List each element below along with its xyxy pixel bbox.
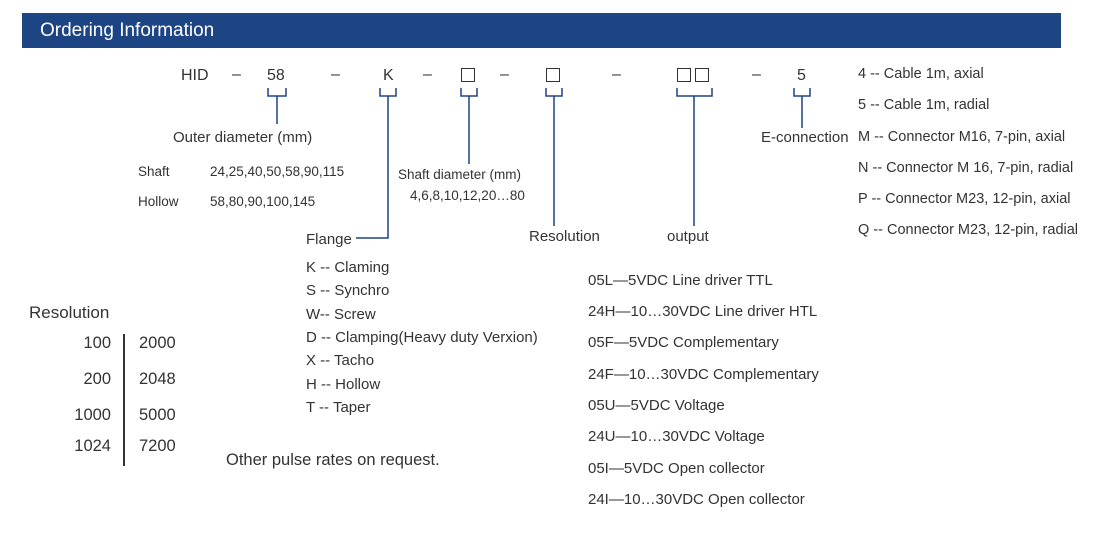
code-output-box-1 — [677, 68, 691, 82]
resolution-value: 100 — [83, 334, 111, 352]
output-option: 05L—5VDC Line driver TTL — [588, 272, 773, 289]
connection-option: N -- Connector M 16, 7-pin, radial — [858, 160, 1074, 176]
resolution-value: 2000 — [139, 334, 176, 352]
resolution-label: Resolution — [529, 228, 600, 245]
resolution-table-title: Resolution — [29, 303, 110, 322]
flange-option: H -- Hollow — [306, 376, 381, 393]
flange-option: T -- Taper — [306, 399, 371, 416]
output-label: output — [667, 228, 709, 245]
resolution-value: 5000 — [139, 406, 176, 424]
flange-option: D -- Clamping(Heavy duty Verxion) — [306, 329, 538, 346]
resolution-value: 1024 — [74, 437, 111, 455]
output-option: 05U—5VDC Voltage — [588, 397, 725, 414]
connection-option: M -- Connector M16, 7-pin, axial — [858, 129, 1066, 145]
bracket-flange — [356, 88, 397, 239]
resolution-value: 2048 — [139, 370, 176, 388]
shaft-values: 24,25,40,50,58,90,115 — [210, 164, 345, 179]
bracket-resolution — [545, 88, 563, 226]
flange-option: S -- Synchro — [306, 282, 390, 299]
hollow-values: 58,80,90,100,145 — [210, 194, 316, 209]
output-option: 05I—5VDC Open collector — [588, 460, 765, 477]
output-option: 05F—5VDC Complementary — [588, 334, 779, 351]
code-resolution-box — [546, 68, 560, 82]
output-option: 24F—10…30VDC Complementary — [588, 366, 819, 383]
header-bar: Ordering Information — [22, 13, 1061, 48]
flange-option: W-- Screw — [306, 306, 376, 323]
page-title: Ordering Information — [40, 20, 215, 41]
resolution-value: 7200 — [139, 437, 176, 455]
code-prefix: HID — [181, 67, 209, 84]
code-dash: – — [331, 66, 340, 83]
shaft-type-label: Shaft — [138, 164, 170, 179]
code-dash: – — [752, 66, 761, 83]
output-option: 24H—10…30VDC Line driver HTL — [588, 303, 818, 320]
connection-option: Q -- Connector M23, 12-pin, radial — [858, 222, 1079, 238]
code-shaft-box — [461, 68, 475, 82]
bracket-shaft — [460, 88, 478, 164]
code-connection: 5 — [797, 67, 806, 84]
output-option: 24I—10…30VDC Open collector — [588, 491, 805, 508]
outer-diameter-label: Outer diameter (mm) — [173, 129, 313, 146]
code-dash: – — [423, 66, 432, 83]
code-flange: K — [383, 67, 394, 84]
e-connection-label: E-connection — [761, 129, 849, 146]
flange-option: K -- Claming — [306, 259, 390, 276]
hollow-type-label: Hollow — [138, 194, 179, 209]
shaft-diameter-label: Shaft diameter (mm) — [398, 167, 522, 182]
connection-option: P -- Connector M23, 12-pin, axial — [858, 191, 1071, 207]
code-dash: – — [500, 66, 509, 83]
resolution-divider — [123, 334, 125, 466]
flange-option: X -- Tacho — [306, 352, 375, 369]
shaft-diameter-values: 4,6,8,10,12,20…80 — [410, 188, 525, 203]
code-dash: – — [232, 66, 241, 83]
code-dash: – — [612, 66, 621, 83]
connection-option: 4 -- Cable 1m, axial — [858, 66, 984, 82]
pulse-rate-note: Other pulse rates on request. — [226, 451, 440, 469]
resolution-value: 200 — [83, 370, 111, 388]
bracket-connection — [793, 88, 811, 128]
output-option: 24U—10…30VDC Voltage — [588, 428, 765, 445]
flange-label: Flange — [306, 231, 352, 248]
resolution-value: 1000 — [74, 406, 111, 424]
code-diameter: 58 — [267, 67, 285, 84]
code-output-box-2 — [695, 68, 709, 82]
bracket-diameter — [267, 88, 287, 124]
bracket-output — [676, 88, 713, 226]
connection-option: 5 -- Cable 1m, radial — [858, 97, 990, 113]
